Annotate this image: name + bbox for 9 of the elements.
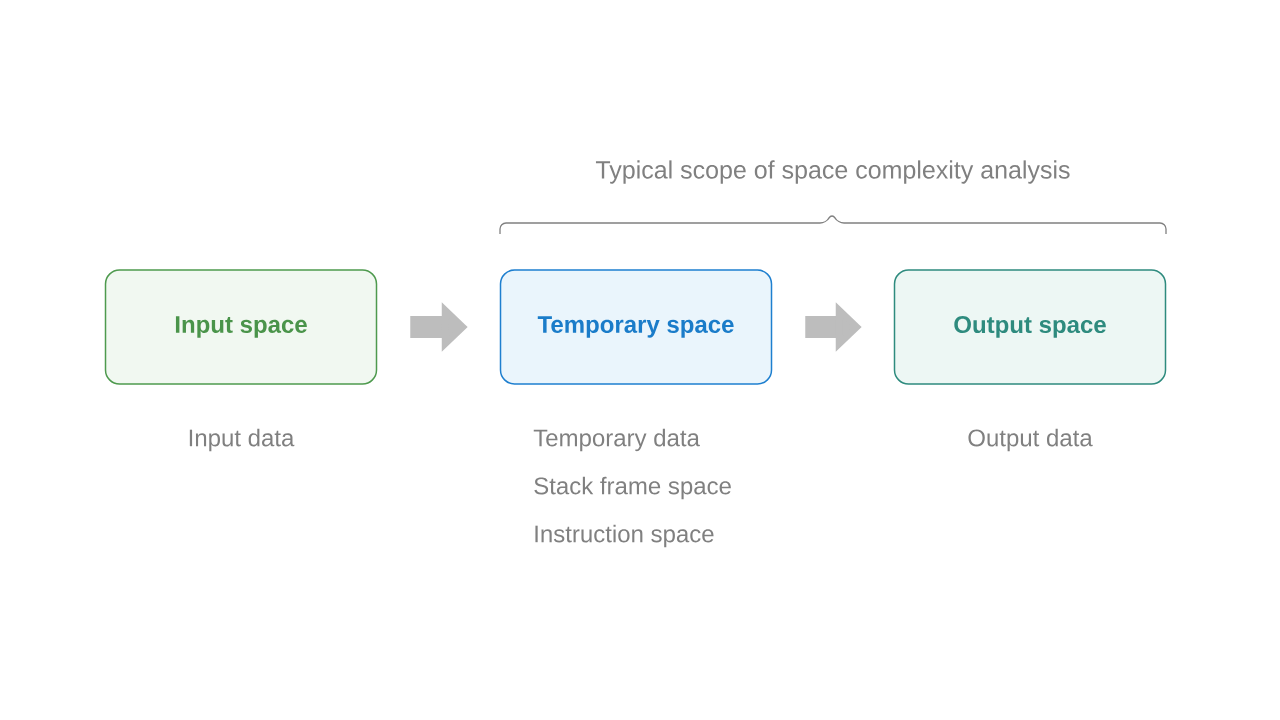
annotation-text: Temporary data	[533, 428, 700, 452]
process-box: Temporary space	[499, 269, 773, 385]
process-box: Output space	[893, 269, 1167, 385]
annotation-text: Input data	[189, 428, 295, 452]
annotation-text: Instruction space	[535, 524, 714, 548]
process-box: Input space	[104, 269, 378, 385]
annotation-text: Stack frame space	[534, 476, 731, 500]
scope-label: Typical scope of space complexity analysis	[595, 160, 1070, 184]
annotation-text: Output data	[968, 428, 1093, 452]
